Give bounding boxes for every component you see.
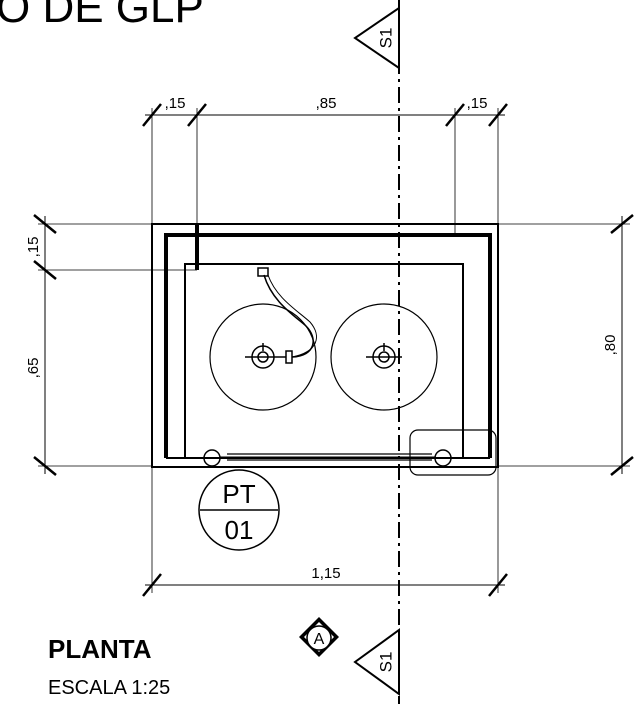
cabinet-outline (151, 223, 499, 468)
valve-left-icon (245, 343, 281, 369)
dim-top-left: ,15 (165, 95, 186, 112)
section-marker-top-label: S1 (376, 28, 395, 49)
section-marker-top: S1 (353, 6, 400, 70)
cabinet-wall (164, 233, 492, 458)
valve-highlight (409, 429, 497, 476)
section-marker-bottom-label: S1 (376, 652, 395, 673)
detail-tag: PT 01 (198, 469, 280, 551)
dim-top-middle: ,85 (316, 95, 337, 112)
dim-top-right: ,15 (467, 95, 488, 112)
plan-title: PLANTA (48, 634, 152, 664)
sheet-title: O DE GLP (0, 0, 204, 32)
dim-bottom-total: 1,15 (311, 565, 340, 582)
cylinder-left (209, 303, 317, 411)
dim-left-bottom: ,65 (25, 358, 42, 379)
detail-tag-number: 01 (225, 515, 254, 545)
dim-left-top: ,15 (25, 237, 42, 258)
gas-pipe (203, 429, 497, 476)
section-marker-bottom: S1 (353, 628, 400, 696)
plan-scale: ESCALA 1:25 (48, 677, 170, 699)
elevation-marker: A (299, 617, 339, 657)
regulator-icon (285, 350, 293, 364)
cylinder-right (330, 303, 438, 411)
cabinet-inner-wall (184, 263, 464, 458)
flexible-hose (263, 274, 314, 358)
dimensions (33, 103, 634, 597)
gas-cylinders (209, 267, 438, 411)
detail-tag-code: PT (222, 479, 255, 509)
pipe-end-left (203, 449, 221, 467)
hose-connector (257, 267, 269, 277)
pipe-end-right (434, 449, 452, 467)
cabinet (151, 223, 499, 468)
valve-right-icon (366, 343, 402, 369)
elevation-marker-label: A (314, 631, 325, 648)
dim-right-total: ,80 (602, 335, 619, 356)
